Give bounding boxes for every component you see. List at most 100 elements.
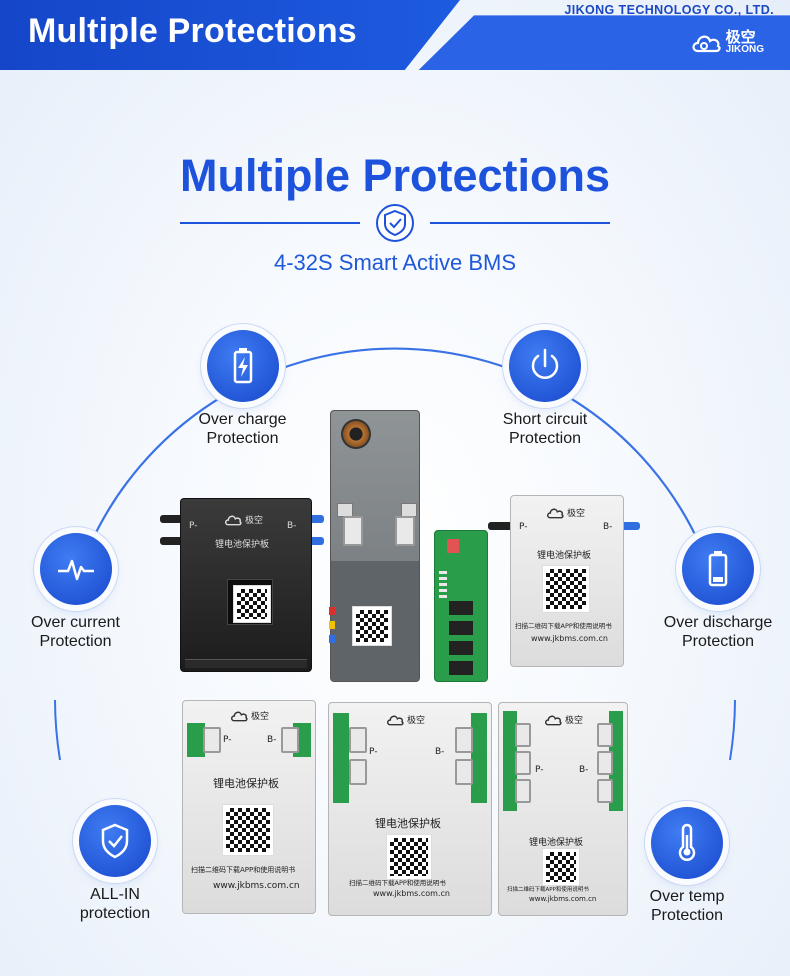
feature-label-line1: ALL-IN xyxy=(90,886,140,903)
thermometer-icon xyxy=(678,823,696,861)
feature-icon-circle xyxy=(206,330,279,402)
product-silver-bms-bottom-left: 极空 P- B- 锂电池保护板 扫描二维码下载APP和使用说明书 www.jkb… xyxy=(182,700,316,914)
product-url: www.jkbms.com.cn xyxy=(531,634,608,643)
terminal xyxy=(597,723,613,747)
scan-instruction: 扫描二维码下载APP和使用说明书 xyxy=(507,887,589,893)
p-minus-label: P- xyxy=(535,765,544,775)
feature-over-charge: Over charge Protection xyxy=(185,330,300,448)
cloud-logo-icon xyxy=(224,515,242,526)
cloud-logo-icon xyxy=(692,35,721,53)
product-logo-text: 极空 xyxy=(407,716,426,726)
product-url: www.jkbms.com.cn xyxy=(529,895,597,903)
feature-label-line2: Protection xyxy=(206,430,279,447)
plate-title: 锂电池保护板 xyxy=(375,817,441,830)
p-minus-label: P- xyxy=(369,747,378,757)
product-silver-bms-right: 极空 P- B- 锂电池保护板 扫描二维码下载APP和使用说明书 www.jkb… xyxy=(510,495,624,667)
plate-title: 锂电池保护板 xyxy=(213,777,279,790)
feature-label-line1: Short circuit xyxy=(502,411,588,428)
terminal xyxy=(203,727,221,753)
terminal xyxy=(515,723,531,747)
feature-all-in: ALL-IN protection xyxy=(60,805,170,923)
power-icon xyxy=(531,348,559,379)
product-black-bms: 极空 P- B- 锂电池保护板 xyxy=(180,498,312,672)
title-divider xyxy=(180,204,610,242)
p-minus-label: P- xyxy=(519,522,528,532)
product-url: www.jkbms.com.cn xyxy=(213,881,300,891)
cloud-logo-icon xyxy=(386,715,404,726)
cloud-logo-icon xyxy=(544,715,562,726)
subtitle: 4-32S Smart Active BMS xyxy=(273,250,517,275)
feature-short-circuit: Short circuit Protection xyxy=(485,330,605,448)
terminal xyxy=(349,759,367,785)
product-green-module xyxy=(434,530,488,682)
battery-charge-icon xyxy=(233,348,252,384)
qr-code xyxy=(386,834,432,880)
banner-blue-panel xyxy=(0,0,460,70)
feature-over-discharge: Over discharge Protection xyxy=(652,533,784,651)
p-minus-label: P- xyxy=(223,735,232,745)
terminal xyxy=(455,727,473,753)
feature-over-current: Over current Protection xyxy=(18,533,133,651)
product-logo-text: 极空 xyxy=(565,716,584,726)
b-minus-label: B- xyxy=(287,521,297,531)
b-minus-label: B- xyxy=(267,735,277,745)
brand-logo: 极空 JIKONG xyxy=(690,30,764,56)
terminal xyxy=(515,779,531,803)
b-minus-label: B- xyxy=(603,522,613,532)
p-minus-label: P- xyxy=(189,521,198,531)
product-silver-bms-bottom-right: 极空 P- B- 锂电池保护板 扫描二维码下载APP和使用说明书 www.jkb… xyxy=(498,702,628,916)
banner-accent-panel xyxy=(418,15,790,70)
header-banner: Multiple Protections JIKONG TECHNOLOGY C… xyxy=(0,0,790,70)
qr-code xyxy=(352,606,392,646)
feature-label-line2: Protection xyxy=(508,430,582,447)
cloud-logo-icon xyxy=(546,508,564,519)
plate-title: 锂电池保护板 xyxy=(529,838,584,848)
scan-instruction: 扫描二维码下载APP和使用说明书 xyxy=(349,879,446,887)
b-minus-label: B- xyxy=(579,765,589,775)
qr-code xyxy=(233,585,271,623)
feature-label-line2: Protection xyxy=(650,907,724,924)
qr-code xyxy=(222,804,274,856)
feature-icon-circle xyxy=(39,533,112,605)
terminal xyxy=(515,751,531,775)
terminal xyxy=(455,759,473,785)
terminal xyxy=(281,727,299,753)
feature-icon-circle xyxy=(79,805,151,877)
logo-english-text: JIKONG xyxy=(725,44,764,55)
feature-label-line1: Over current xyxy=(31,614,120,631)
shield-check-icon xyxy=(101,823,129,859)
banner-title: Multiple Protections xyxy=(28,12,357,50)
product-url: www.jkbms.com.cn xyxy=(373,889,450,898)
cloud-logo-icon xyxy=(230,711,248,722)
feature-label-line1: Over temp xyxy=(649,888,725,905)
pulse-icon xyxy=(57,559,94,581)
product-tall-pcb xyxy=(329,410,420,682)
battery-low-icon xyxy=(708,551,728,587)
feature-label-line2: Protection xyxy=(39,633,112,650)
product-logo-text: 极空 xyxy=(245,516,264,526)
terminal xyxy=(395,516,415,546)
feature-label-line2: protection xyxy=(79,905,151,922)
cable-black xyxy=(488,522,516,530)
terminal xyxy=(343,516,363,546)
terminal xyxy=(349,727,367,753)
terminal xyxy=(597,751,613,775)
product-logo-text: 极空 xyxy=(251,712,270,722)
plate-title: 锂电池保护板 xyxy=(537,551,592,561)
product-logo-text: 极空 xyxy=(567,509,586,519)
page-title: Multiple Protections xyxy=(179,150,611,201)
terminal xyxy=(597,779,613,803)
feature-label-line1: Over discharge xyxy=(663,614,773,631)
feature-icon-circle xyxy=(509,330,581,402)
scan-instruction: 扫描二维码下载APP和使用说明书 xyxy=(515,622,612,630)
company-name: JIKONG TECHNOLOGY CO., LTD. xyxy=(564,3,774,17)
feature-label-line2: Protection xyxy=(681,633,755,650)
product-silver-bms-bottom-center: 极空 P- B- 锂电池保护板 扫描二维码下载APP和使用说明书 www.jkb… xyxy=(328,702,492,916)
scan-instruction: 扫描二维码下载APP和使用说明书 xyxy=(191,866,296,874)
plate-title: 锂电池保护板 xyxy=(215,540,270,550)
qr-code xyxy=(542,848,580,886)
feature-over-temp: Over temp Protection xyxy=(632,807,742,925)
qr-code xyxy=(542,565,590,613)
cable-blue xyxy=(616,522,640,530)
